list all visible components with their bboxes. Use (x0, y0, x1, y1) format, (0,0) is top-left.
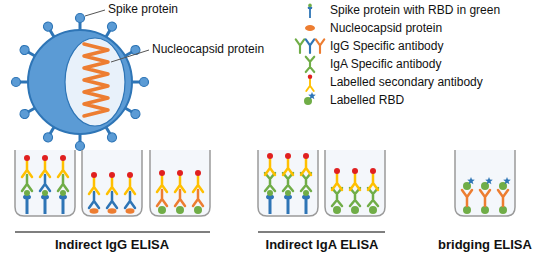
group-title: Indirect IgA ELISA (266, 237, 379, 253)
virus-illustration (12, 14, 149, 151)
legend-text: IgG Specific antibody (330, 39, 443, 53)
group-bracket (15, 231, 210, 233)
legend-text: Labelled secondary antibody (330, 75, 483, 89)
well-content (265, 153, 311, 214)
group-title: bridging ELISA (438, 237, 532, 253)
group-title: Indirect IgG ELISA (55, 237, 169, 253)
legend-text: Spike protein with RBD in green (330, 3, 500, 17)
well-content (462, 177, 511, 214)
group-bracket (258, 231, 385, 233)
leader-line (85, 10, 105, 16)
legend-text: IgA Specific antibody (330, 57, 441, 71)
well-content (332, 168, 378, 214)
part-label: Spike protein (108, 2, 178, 16)
legend-text: Nucleocapsid protein (330, 21, 442, 35)
part-label: Nucleocapsid protein (152, 42, 264, 56)
well-content (22, 155, 68, 214)
well-content (157, 170, 203, 214)
wells (15, 150, 515, 216)
leader-line (111, 50, 149, 62)
legend-text: Labelled RBD (330, 93, 404, 107)
well-content (89, 172, 135, 214)
legend-icons (296, 4, 325, 105)
